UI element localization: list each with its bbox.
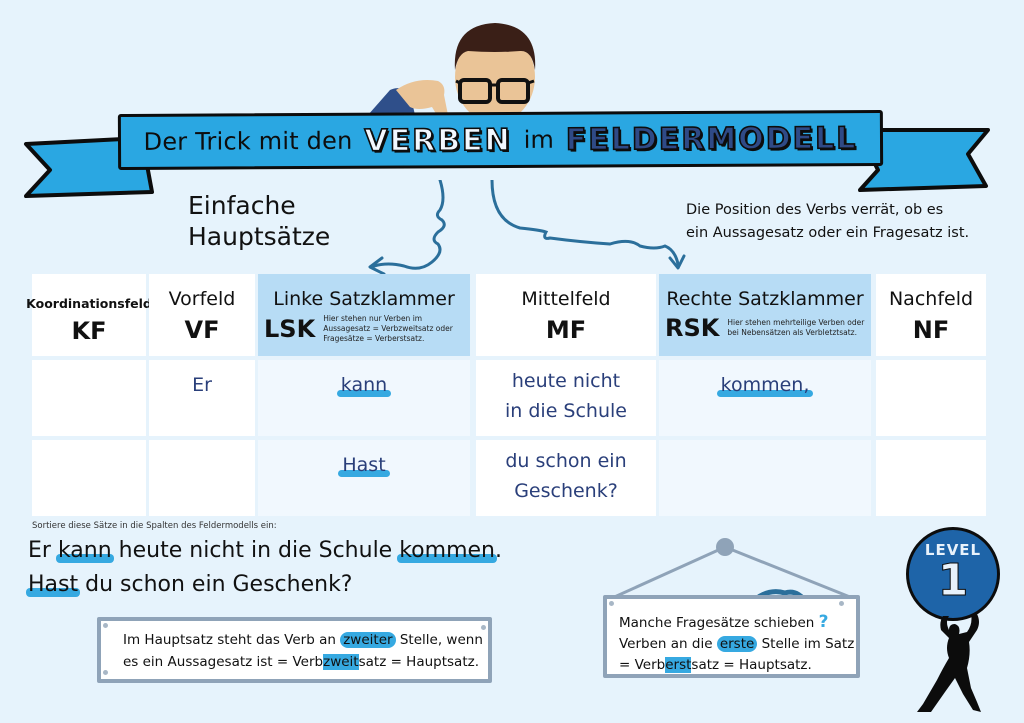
feldermodell-table: Koordinationsfeld KF Vorfeld VF Linke Sa… bbox=[26, 274, 987, 518]
row1-lsk-cell: kann bbox=[258, 360, 470, 436]
header-lsk-title: Linke Satzklammer bbox=[273, 288, 455, 310]
note1-l1a: Im Hauptsatz steht das Verb an bbox=[123, 632, 341, 648]
header-kf-title: Koordinationsfeld bbox=[26, 296, 152, 311]
banner-feldermodell: FELDERMODELL bbox=[565, 120, 858, 158]
note2-l3b: satz = Hauptsatz. bbox=[691, 657, 812, 673]
row1-nf-cell bbox=[876, 360, 986, 436]
header-kf-abbr: KF bbox=[71, 317, 107, 345]
teacher-illustration-icon bbox=[368, 23, 536, 115]
verb-position-hint: Die Position des Verbs verrät, ob es ein… bbox=[686, 199, 1016, 245]
header-lsk-abbr: LSK bbox=[264, 315, 316, 343]
note2-hl-erst: erst bbox=[665, 657, 692, 673]
note1-l2a: es ein Aussagesatz ist = Verb bbox=[123, 654, 324, 670]
hanging-sign-string-icon bbox=[609, 538, 851, 601]
header-kf: Koordinationsfeld KF bbox=[26, 274, 152, 356]
s2-part1: du schon ein Geschenk? bbox=[78, 572, 353, 597]
s2-verb-hast: Hast bbox=[25, 572, 81, 597]
note2-l3a: = Verb bbox=[619, 657, 666, 673]
header-mf-title: Mittelfeld bbox=[521, 288, 611, 310]
header-rsk-abbr: RSK bbox=[665, 314, 720, 342]
header-mf-abbr: MF bbox=[545, 316, 587, 344]
hint-line2: ein Aussagesatz oder ein Fragesatz ist. bbox=[686, 225, 970, 241]
banner-im: im bbox=[523, 125, 554, 154]
note2-l1: Manche Fragesätze schieben bbox=[619, 615, 815, 631]
row2-mf-line1: du schon ein bbox=[505, 450, 627, 472]
header-rsk-note: Hier stehen mehrteilige Verben oder bei … bbox=[727, 318, 865, 337]
hint-line1: Die Position des Verbs verrät, ob es bbox=[686, 202, 944, 218]
banner-right-tail-icon bbox=[856, 128, 990, 192]
row2-lsk-cell: Hast bbox=[258, 440, 470, 516]
arrow-to-rsk-icon bbox=[490, 180, 686, 270]
row2-mf-cell: du schon ein Geschenk? bbox=[476, 440, 656, 516]
row1-kf-cell bbox=[32, 360, 146, 436]
header-rsk-title: Rechte Satzklammer bbox=[666, 288, 864, 310]
header-vf-title: Vorfeld bbox=[168, 288, 236, 310]
section-title: Einfache Hauptsätze bbox=[188, 190, 330, 252]
row2-nf-cell bbox=[876, 440, 986, 516]
note2-l2a: Verben an die bbox=[619, 636, 717, 652]
instruction-text: Sortiere diese Sätze in die Spalten des … bbox=[32, 521, 277, 531]
row1-mf-cell: heute nicht in die Schule bbox=[476, 360, 656, 436]
verb-second-note: Im Hauptsatz steht das Verb an zweiter S… bbox=[97, 617, 492, 683]
header-vf: Vorfeld VF bbox=[149, 274, 255, 356]
row2-lsk-verb: Hast bbox=[338, 450, 390, 480]
row1-vf-cell: Er bbox=[149, 360, 255, 436]
banner-verben: VERBEN bbox=[364, 122, 513, 159]
level-badge: LEVEL 1 bbox=[906, 527, 1000, 621]
row2-kf-cell bbox=[32, 440, 146, 516]
header-lsk-note: Hier stehen nur Verben im Aussagesatz = … bbox=[323, 314, 453, 343]
header-nf-title: Nachfeld bbox=[888, 288, 974, 310]
level-word: LEVEL bbox=[924, 541, 982, 559]
verb-first-note: Manche Fragesätze schieben ? Verben an d… bbox=[603, 595, 860, 678]
header-lsk: Linke Satzklammer LSK Hier stehen nur Ve… bbox=[258, 274, 470, 356]
arrow-to-lsk-icon bbox=[368, 180, 446, 276]
s1-part1: Er bbox=[28, 538, 58, 563]
note1-hl-zweit: zweit bbox=[323, 654, 359, 670]
question-mark-icon: ? bbox=[818, 612, 829, 632]
s1-end: . bbox=[494, 538, 502, 563]
row1-mf-line2: in die Schule bbox=[505, 400, 627, 422]
header-nf: Nachfeld NF bbox=[876, 274, 986, 356]
row2-vf-cell bbox=[149, 440, 255, 516]
s1-verb-kommen: kommen bbox=[397, 538, 497, 563]
note1-l2b: satz = Hauptsatz. bbox=[358, 654, 479, 670]
note2-hl-erste: erste bbox=[716, 636, 758, 652]
level-number: 1 bbox=[937, 555, 969, 606]
row2-mf-line2: Geschenk? bbox=[514, 480, 618, 502]
note1-l1b: Stelle, wenn bbox=[395, 632, 483, 648]
row1-rsk-cell: kommen, bbox=[659, 360, 871, 436]
s1-part2: heute nicht in die Schule bbox=[111, 538, 400, 563]
row1-rsk-verb: kommen, bbox=[716, 370, 814, 400]
row1-lsk-verb: kann bbox=[336, 370, 392, 400]
row1-mf-line1: heute nicht bbox=[511, 370, 621, 392]
atlas-figure-icon bbox=[917, 614, 981, 712]
header-mf: Mittelfeld MF bbox=[476, 274, 656, 356]
row1-vf-text: Er bbox=[192, 374, 212, 396]
section-title-line1: Einfache bbox=[188, 191, 296, 220]
note1-hl-zweiter: zweiter bbox=[340, 632, 396, 648]
note2-l2b: Stelle im Satz bbox=[757, 636, 855, 652]
section-title-line2: Hauptsätze bbox=[188, 222, 331, 251]
header-vf-abbr: VF bbox=[184, 316, 220, 344]
s1-verb-kann: kann bbox=[55, 538, 114, 563]
header-rsk: Rechte Satzklammer RSK Hier stehen mehrt… bbox=[659, 274, 871, 356]
row2-rsk-cell bbox=[659, 440, 871, 516]
banner-prefix: Der Trick mit den bbox=[143, 126, 353, 156]
example-sentence-2: Hast du schon ein Geschenk? bbox=[25, 572, 353, 597]
example-sentence-1: Er kann heute nicht in die Schule kommen… bbox=[28, 538, 502, 563]
title-banner: Der Trick mit den VERBEN im FELDERMODELL bbox=[117, 109, 884, 171]
header-nf-abbr: NF bbox=[912, 316, 950, 344]
